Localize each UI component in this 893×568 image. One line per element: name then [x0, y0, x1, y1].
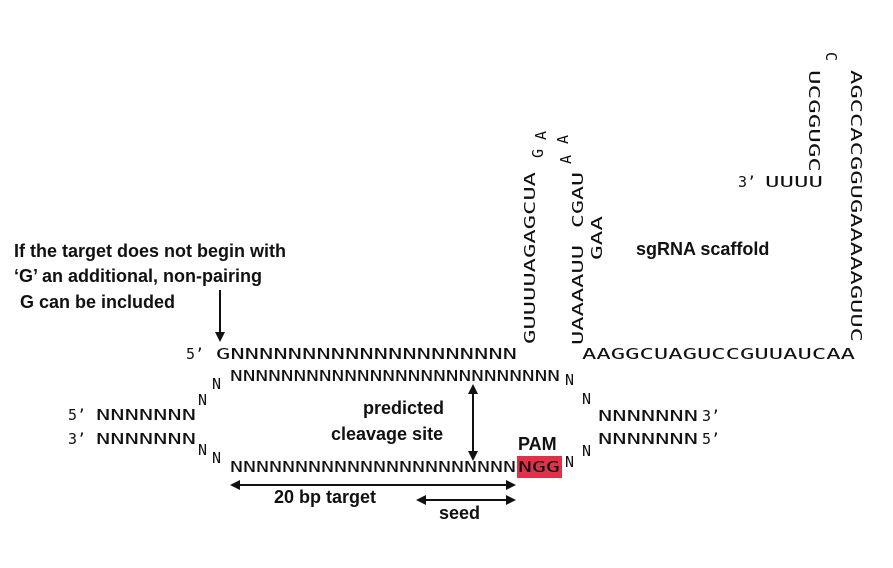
- note-line-3: G can be included: [20, 292, 175, 312]
- dna-top-right-n1: N: [565, 371, 574, 389]
- left-top-flank: NNNNNNN: [96, 406, 196, 424]
- dna-top-left-n2: N: [198, 391, 207, 409]
- scaffold-label: sgRNA scaffold: [636, 239, 769, 259]
- gaa-bulge: GAA: [588, 216, 606, 260]
- stem1-right-top: CGAU: [569, 172, 587, 228]
- dna-bottom-right-n1: N: [565, 453, 574, 471]
- left-bottom-flank: NNNNNNN: [96, 430, 196, 448]
- sgrna-scaffold-tail: AAGGCUAGUCCGUUAUCAA: [582, 345, 855, 363]
- dna-top-left-n1: N: [212, 375, 221, 393]
- right-5prime-label: 5’: [702, 430, 720, 448]
- left-5prime-label: 5’: [68, 406, 86, 424]
- pam-label: PAM: [518, 434, 557, 454]
- sgrna-3prime-sequence: UUUU: [765, 173, 823, 191]
- stem1-left-sequence: GUUUUAGAGCUA: [521, 172, 539, 344]
- note-line-2: ‘G’ an additional, non-pairing: [14, 266, 262, 286]
- right-3prime-label: 3’: [702, 407, 720, 425]
- dna-bottom-left-n1: N: [198, 441, 207, 459]
- right-top-flank: NNNNNNN: [598, 407, 698, 425]
- loop1-a-1: A: [532, 131, 550, 140]
- cleavage-label-line-2: cleavage site: [331, 424, 443, 444]
- sgrna-3prime-label: 3’: [738, 173, 756, 191]
- left-3prime-label: 3’: [68, 430, 86, 448]
- pam-sequence: NGG: [518, 458, 560, 476]
- dna-bottom-strand: NNNNNNNNNNNNNNNNNNNNNN: [230, 458, 516, 476]
- right-bottom-flank: NNNNNNN: [598, 430, 698, 448]
- note-line-1: If the target does not begin with: [14, 241, 286, 261]
- dna-top-strand: NNNNNNNNNNNNNNNNNNNNNNNNNN: [230, 367, 560, 385]
- target-label: 20 bp target: [274, 487, 376, 507]
- dna-bottom-right-n2: N: [582, 442, 591, 460]
- seed-label: seed: [439, 503, 480, 523]
- loop1-a-3: A: [557, 155, 575, 164]
- stem2-right-sequence: AGCCACGGUGAAAAAGUUC: [847, 70, 865, 342]
- loop2-c: C: [822, 52, 840, 61]
- dna-bottom-left-n2: N: [212, 449, 221, 467]
- loop1-a-2: A: [554, 135, 572, 144]
- stem2-left-sequence: UCGGUGC: [805, 70, 823, 172]
- sgrna-5prime-label: 5’: [186, 345, 204, 363]
- loop1-g: G: [529, 149, 547, 158]
- dna-top-right-n2: N: [582, 390, 591, 408]
- stem1-right-bottom: UAAAAUU: [569, 245, 587, 345]
- cleavage-label-line-1: predicted: [363, 398, 444, 418]
- pam-highlight: [517, 456, 562, 478]
- sgrna-guide-sequence: GNNNNNNNNNNNNNNNNNNNN: [216, 345, 517, 363]
